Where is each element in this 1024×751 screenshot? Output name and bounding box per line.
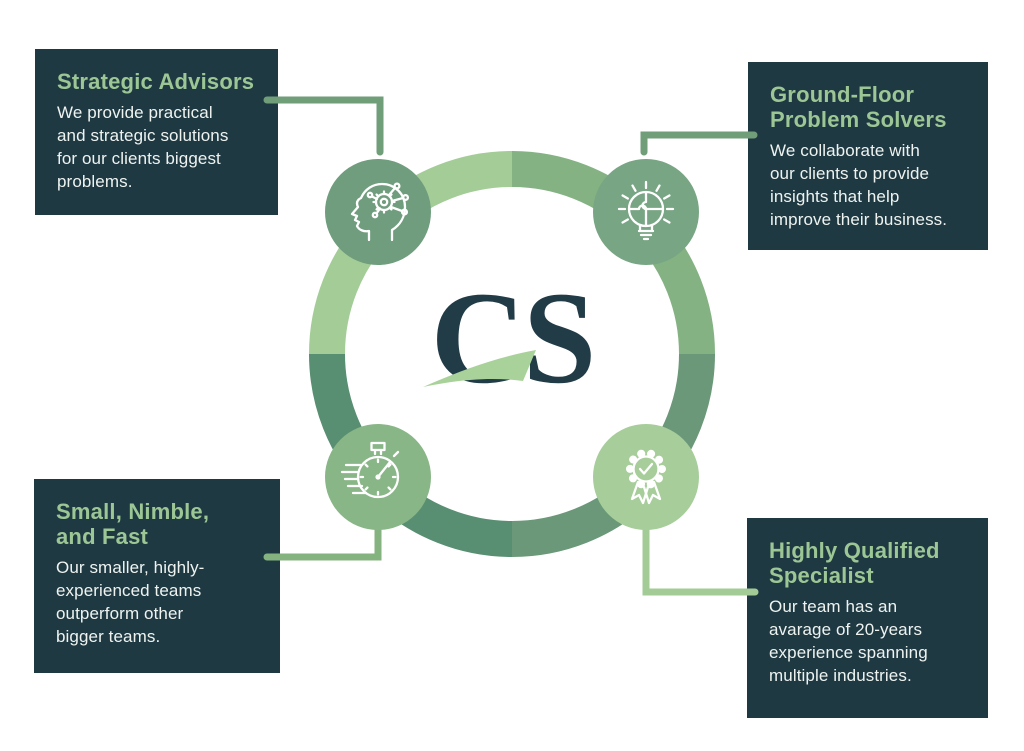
card-body: Our smaller, highly- experienced teams o…	[56, 558, 205, 646]
card-ground-floor-problem-solvers: Ground-Floor Problem Solvers We collabor…	[748, 62, 988, 250]
card-body: Our team has an avarage of 20-years expe…	[769, 597, 928, 685]
connector-top-right	[640, 131, 758, 156]
card-strategic-advisors: Strategic Advisors We provide practical …	[35, 49, 278, 215]
head-gear-icon	[350, 182, 410, 242]
cs-logo-text: CS	[430, 264, 597, 411]
icon-circle-top-right	[593, 159, 699, 265]
stopwatch-icon	[340, 441, 400, 499]
card-highly-qualified-specialist: Highly Qualified Specialist Our team has…	[747, 518, 988, 718]
icon-circle-bottom-left	[325, 424, 431, 530]
lightbulb-puzzle-icon	[617, 180, 675, 241]
card-title: Small, Nimble, and Fast	[56, 499, 210, 550]
connector-bottom-right	[642, 516, 759, 596]
card-title: Ground-Floor Problem Solvers	[770, 82, 947, 133]
award-ribbon-icon	[626, 449, 666, 505]
card-body: We collaborate with our clients to provi…	[770, 141, 948, 229]
card-title: Strategic Advisors	[57, 69, 255, 94]
card-title: Highly Qualified Specialist	[769, 538, 940, 589]
card-body: We provide practical and strategic solut…	[57, 103, 229, 191]
card-small-nimble-fast: Small, Nimble, and Fast Our smaller, hig…	[34, 479, 280, 673]
icon-circle-bottom-right	[593, 424, 699, 530]
connector-top-left	[263, 96, 384, 156]
icon-circle-top-left	[325, 159, 431, 265]
connector-bottom-left	[263, 516, 382, 561]
